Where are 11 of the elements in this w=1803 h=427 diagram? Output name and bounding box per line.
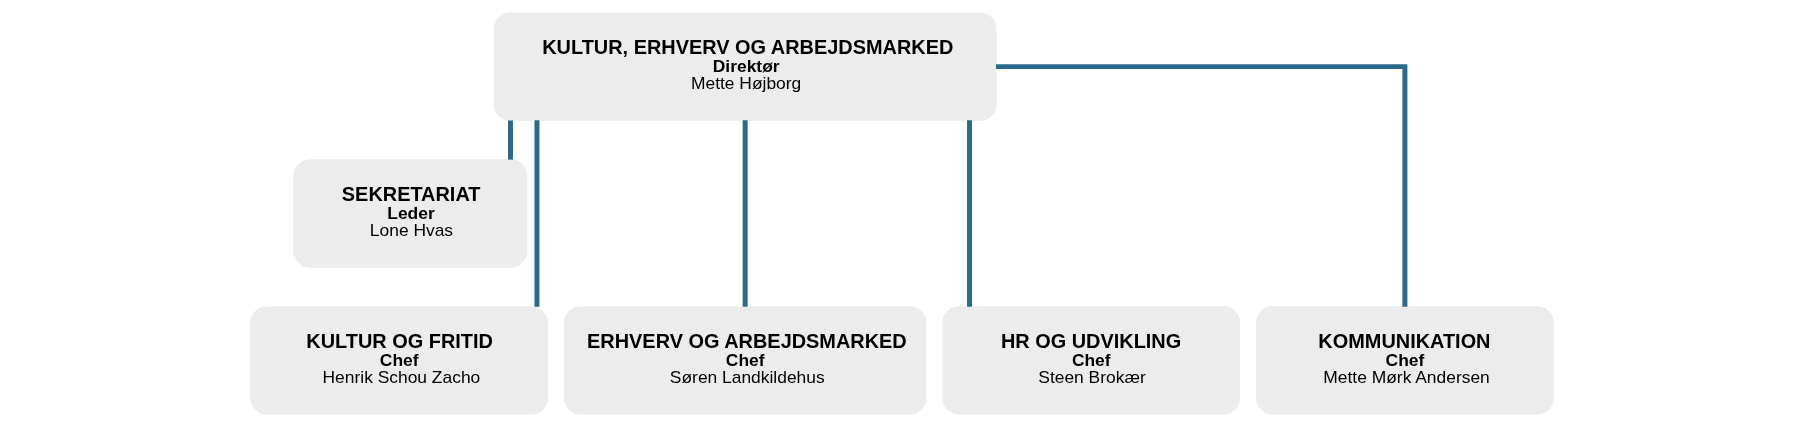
connector	[507, 120, 513, 160]
connector	[966, 120, 972, 307]
connector	[995, 64, 1407, 307]
node-box: KULTUR, ERHVERV OG ARBEJDSMARKED Direktør Mette Højborg	[493, 12, 997, 121]
node-box: SEKRETARIAT Leder Lone Hvas	[292, 159, 527, 268]
connector	[534, 120, 539, 307]
connector	[742, 120, 748, 307]
node-box: ERHVERV OG ARBEJDSMARKED Chef Søren Landkildehus	[563, 306, 926, 415]
node-box: KOMMUNIKATION Chef Mette Mørk Andersen	[1255, 306, 1554, 415]
node-box: HR OG UDVIKLING Chef Steen Brokær	[941, 306, 1240, 415]
node-box: KULTUR OG FRITID Chef Henrik Schou Zacho	[249, 306, 548, 415]
